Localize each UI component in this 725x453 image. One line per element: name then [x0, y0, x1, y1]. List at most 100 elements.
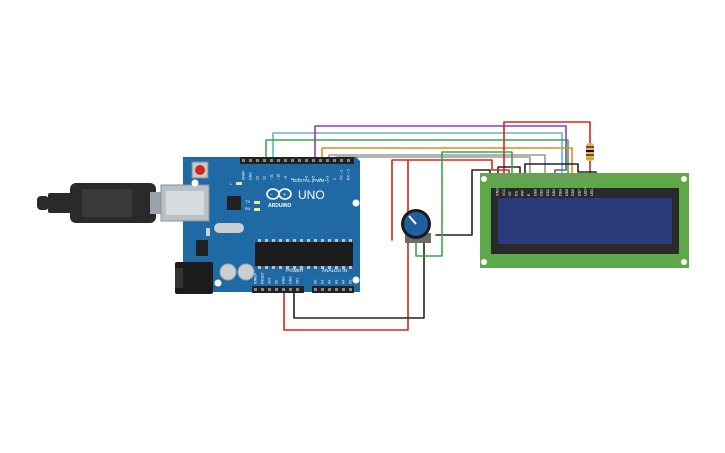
analog-pin-a2[interactable]	[328, 288, 331, 291]
lcd-pin-label: GND	[496, 188, 500, 196]
lcd-pin-label: RW	[521, 189, 525, 196]
regulator	[196, 240, 208, 256]
lcd-pin-row	[496, 177, 594, 180]
digital-pin--11[interactable]	[270, 159, 273, 162]
power-pin-gnd[interactable]	[289, 288, 292, 291]
brand-label: ARDUINO	[268, 203, 291, 209]
usb-cable-strain	[48, 193, 72, 213]
digital-pin-label: ~10	[277, 174, 281, 180]
digital-pin--5[interactable]	[312, 159, 315, 162]
chip-leg	[293, 266, 296, 269]
lcd-pin-label: VCC	[502, 188, 506, 196]
chip-leg	[314, 239, 317, 242]
lcd-pin-gnd[interactable]	[496, 177, 499, 180]
chip-leg	[349, 266, 352, 269]
digital-pin--3[interactable]	[326, 159, 329, 162]
l-label: L	[230, 181, 233, 186]
usb-socket-inner	[166, 191, 204, 215]
digital-header	[240, 157, 354, 164]
chip-leg	[314, 266, 317, 269]
led-rx	[254, 208, 260, 211]
mount-hole-4	[214, 279, 222, 287]
digital-pin-2[interactable]	[333, 159, 336, 162]
mount-hole-3	[352, 276, 360, 284]
digital-pin-8[interactable]	[291, 159, 294, 162]
lcd-pin-led-[interactable]	[590, 177, 594, 180]
lcd-pin-label: RS	[514, 190, 518, 196]
lcd-pin-db5[interactable]	[565, 177, 569, 180]
analog-pin-a4[interactable]	[342, 288, 345, 291]
power-pin-3v3[interactable]	[268, 288, 271, 291]
usb-cable[interactable]	[37, 183, 164, 223]
smd-1	[206, 228, 210, 236]
lcd-pin-label: DB2	[546, 189, 550, 196]
digital-pin-label: GND	[249, 172, 253, 180]
digital-pin-rx-0[interactable]	[347, 159, 350, 162]
power-pin-reset[interactable]	[261, 288, 264, 291]
lcd-pin-e[interactable]	[527, 177, 531, 180]
digital-pin-tx-1[interactable]	[340, 159, 343, 162]
digital-pin--6[interactable]	[305, 159, 308, 162]
reset-button-cap[interactable]	[195, 165, 205, 175]
digital-pin--10[interactable]	[277, 159, 280, 162]
lcd-pin-vcc[interactable]	[502, 177, 506, 180]
wire-cyan[interactable]	[272, 132, 563, 182]
analog-pin-a1[interactable]	[321, 288, 324, 291]
power-pin-label: 3V3	[268, 278, 272, 284]
power-header-label: POWER	[286, 268, 304, 273]
wire-red-pot-lcd[interactable]	[391, 159, 510, 244]
power-pin-5v[interactable]	[275, 288, 278, 291]
digital-pin-7[interactable]	[298, 159, 301, 162]
analog-pin-a3[interactable]	[335, 288, 338, 291]
chip-leg	[342, 239, 345, 242]
chip-leg	[321, 266, 324, 269]
lcd-pin-db4[interactable]	[559, 177, 562, 180]
lcd-pin-db6[interactable]	[571, 177, 575, 180]
lcd-pin-label: DB3	[552, 189, 556, 196]
wire-green-digital[interactable]	[265, 139, 569, 182]
lcd-pin-rs[interactable]	[514, 177, 518, 180]
digital-pin-aref[interactable]	[242, 159, 245, 162]
lcd-hole-3	[481, 259, 487, 265]
analog-pin-a0[interactable]	[314, 288, 317, 291]
chip-leg	[328, 239, 331, 242]
analog-header-label: ANALOG IN	[322, 268, 347, 273]
power-pin-label: IOREF	[254, 272, 258, 284]
lcd-pin-db1[interactable]	[540, 177, 544, 180]
digital-pin-4[interactable]	[319, 159, 322, 162]
power-pin-ioref[interactable]	[254, 288, 257, 291]
lcd-pin-rw[interactable]	[521, 177, 525, 180]
digital-pin-13[interactable]	[256, 159, 259, 162]
lcd-pin-db2[interactable]	[546, 177, 550, 180]
lcd-pin-led-[interactable]	[584, 177, 588, 180]
digital-pin-label: 12	[263, 176, 267, 180]
wire-red-top[interactable]	[503, 121, 591, 182]
digital-pin-label: RX←0	[347, 169, 351, 180]
chip-leg	[307, 266, 310, 269]
analog-pin-a5[interactable]	[349, 288, 352, 291]
digital-pin-gnd[interactable]	[249, 159, 252, 162]
resistor-band-3	[586, 154, 594, 156]
digital-pin-label: 13	[256, 176, 260, 180]
lcd-pin-db3[interactable]	[552, 177, 556, 180]
digital-pin--9[interactable]	[284, 159, 287, 162]
lcd-pin-v0[interactable]	[508, 177, 512, 180]
chip-leg	[272, 239, 275, 242]
digital-pin-12[interactable]	[263, 159, 266, 162]
potentiometer[interactable]	[401, 209, 431, 243]
resistor[interactable]	[586, 143, 594, 161]
lcd-pin-db0[interactable]	[533, 177, 537, 180]
digital-pin-label: ~11	[270, 174, 274, 180]
digital-pin-label: 4	[319, 178, 323, 180]
power-pin-vin[interactable]	[296, 288, 299, 291]
wire-green-contrast[interactable]	[415, 151, 513, 257]
lcd-pin-db7[interactable]	[577, 177, 581, 180]
wire-black-ground[interactable]	[293, 242, 425, 319]
power-pin-gnd[interactable]	[282, 288, 285, 291]
wire-red-power[interactable]	[283, 242, 409, 331]
digital-pin-label: 8	[291, 178, 295, 180]
